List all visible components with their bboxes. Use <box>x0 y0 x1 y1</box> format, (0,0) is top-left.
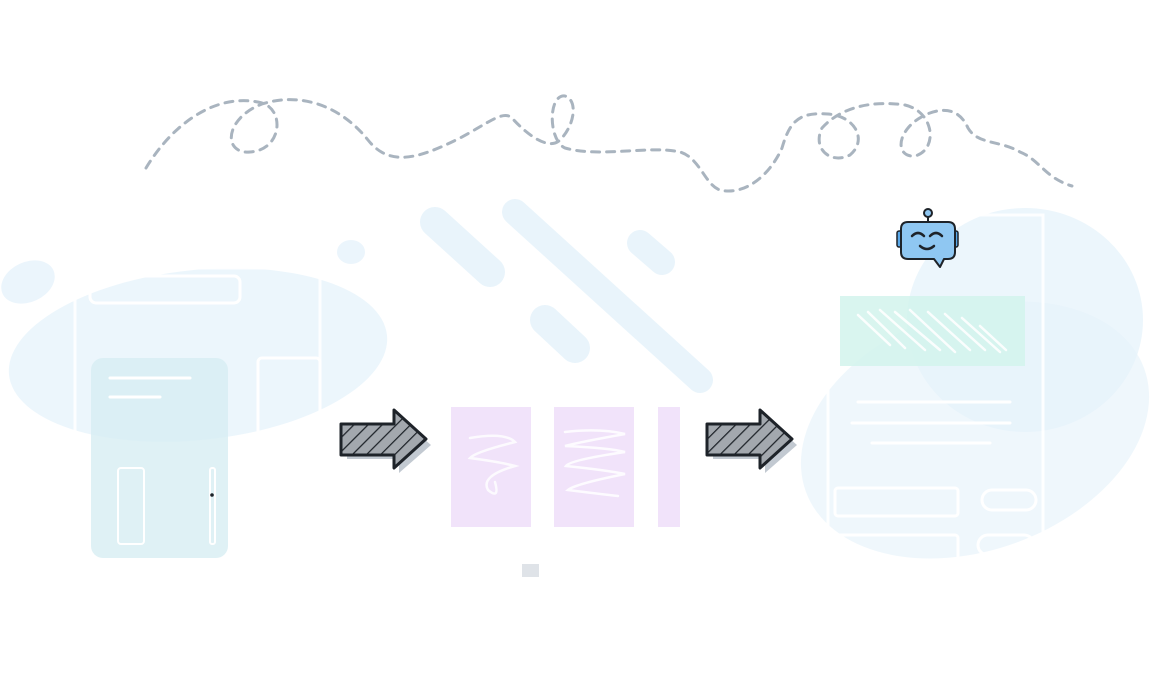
dashed-flow-path <box>144 94 1074 193</box>
page-frame <box>826 213 1045 562</box>
field-1 <box>833 486 960 518</box>
left-blob-small <box>1 260 55 304</box>
robot-icon <box>896 208 959 268</box>
page-3 <box>658 407 680 527</box>
left-blob-dot <box>337 240 365 264</box>
card-dot <box>210 493 214 497</box>
page-1 <box>451 407 531 527</box>
button-pill <box>980 488 1038 512</box>
card-bar <box>209 467 216 545</box>
pagination-marker <box>522 564 539 577</box>
field-2 <box>833 533 960 565</box>
top-bar <box>88 274 242 305</box>
arrow-right-icon <box>339 408 431 473</box>
mobile-card <box>91 358 228 558</box>
side-panel <box>256 356 322 450</box>
button-pill-2 <box>976 533 1036 557</box>
mobile-app-wireframe <box>1 240 388 560</box>
page-thumbnails <box>420 199 713 577</box>
web-page-wireframe <box>800 208 1150 565</box>
card-slot <box>117 467 145 545</box>
arrow-right-icon <box>705 408 797 473</box>
